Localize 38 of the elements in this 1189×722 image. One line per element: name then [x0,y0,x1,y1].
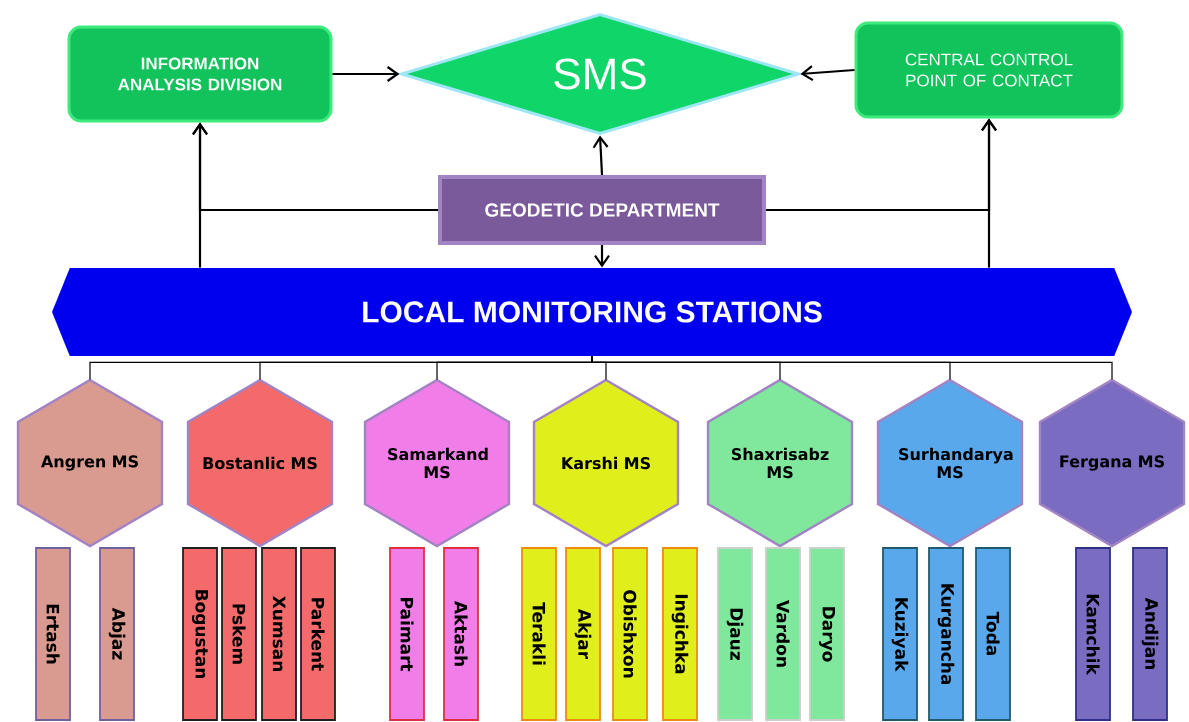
arrow [592,135,609,176]
station-hexagon: Fergana MS [1038,378,1186,548]
arrow [766,118,997,212]
station-bar: Pskem [221,547,257,721]
connector-line [591,355,1113,381]
department-box: GEODETIC DEPARTMENT [438,175,766,245]
station-hexagon: Shaxrisabz MS [706,378,854,548]
station-bar: Djauz [717,547,753,721]
station-bar: Kamchik [1075,547,1111,721]
station-hexagon: Surhandarya MS [876,378,1024,548]
station-bar: Bogustan [182,547,218,721]
station-bar: Toda [975,547,1011,721]
station-bar: Aktash [443,547,479,721]
station-hexagon: Angren MS [16,378,164,548]
station-hexagon: Karshi MS [532,378,680,548]
station-bar: Ertash [35,547,71,721]
division-box: INFORMATION ANALYSIS DIVISION [67,25,333,123]
station-bar: Parkent [300,547,336,721]
banner: LOCAL MONITORING STATIONS [52,268,1132,356]
station-hexagon: Samarkand MS [363,378,511,548]
station-bar: Abjaz [99,547,135,721]
division-box: CENTRAL CONTROL POINT OF CONTACT [854,21,1124,119]
station-hexagon: Bostanlic MS [186,378,334,548]
station-bar: Vardon [765,547,801,721]
station-bar: Kurgancha [928,547,964,721]
station-bar: Kuziyak [882,547,918,721]
arrow [594,245,610,268]
station-bar: Paimart [389,547,425,721]
arrow [332,66,400,82]
station-bar: Ingichka [662,547,698,721]
arrow [800,65,855,82]
station-bar: Andijan [1132,547,1168,721]
station-bar: Terakli [521,547,557,721]
station-bar: Obishxon [612,547,648,721]
station-bar: Daryo [809,547,845,721]
arrow [192,122,438,212]
station-bar: Xumsan [261,547,297,721]
station-bar: Akjar [565,547,601,721]
